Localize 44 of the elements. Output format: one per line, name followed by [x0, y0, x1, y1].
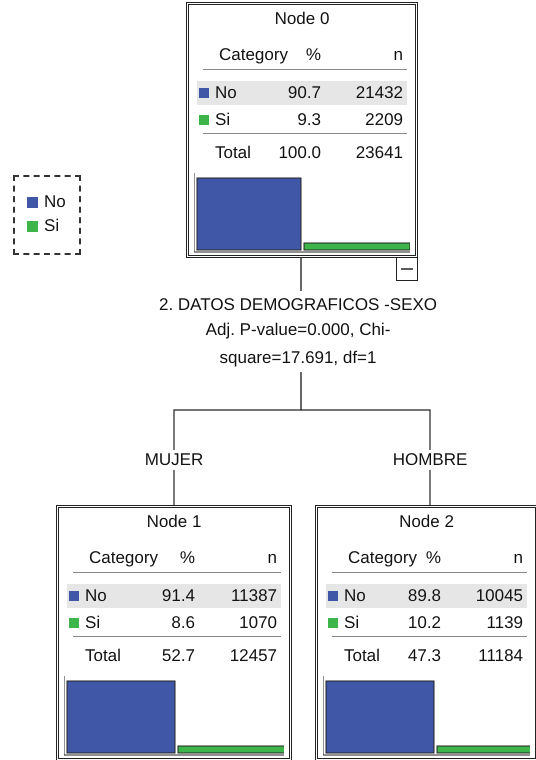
table-cell: 8.6 — [171, 613, 195, 633]
column-header: % — [426, 548, 441, 568]
node-title: Node 1 — [146, 512, 202, 532]
table-cell: 10.2 — [408, 613, 441, 633]
table-cell: 12457 — [230, 646, 277, 666]
node-box — [315, 505, 536, 760]
legend-label: No — [44, 192, 66, 212]
table-cell: Total — [85, 646, 121, 666]
node-box — [186, 2, 418, 258]
column-header: Category — [89, 548, 158, 568]
table-cell: Total — [344, 646, 380, 666]
table-cell: 9.3 — [297, 110, 321, 130]
table-cell: 2209 — [365, 110, 403, 130]
table-cell: Si — [344, 613, 360, 633]
table-cell: Si — [85, 613, 100, 633]
table-cell: 11387 — [230, 586, 277, 606]
table-cell: 1070 — [239, 613, 277, 633]
table-cell: 23641 — [356, 143, 403, 163]
table-cell: No — [344, 586, 366, 606]
table-cell: 90.7 — [288, 83, 321, 103]
column-header: Category — [348, 548, 417, 568]
column-header: n — [268, 548, 277, 568]
column-header: % — [180, 548, 195, 568]
table-cell: 47.3 — [408, 646, 441, 666]
table-cell: No — [85, 586, 107, 606]
table-cell: 91.4 — [162, 586, 195, 606]
table-cell: Total — [215, 143, 251, 163]
table-cell: No — [215, 83, 237, 103]
table-cell: 89.8 — [408, 586, 441, 606]
column-header: n — [394, 45, 403, 65]
node-box — [56, 505, 292, 760]
node-title: Node 2 — [398, 512, 455, 532]
column-header: % — [306, 45, 321, 65]
legend-label: Si — [44, 216, 60, 236]
node-title: Node 0 — [274, 9, 330, 29]
table-cell: 1139 — [486, 613, 523, 633]
table-cell: Si — [215, 110, 230, 130]
column-header: Category — [219, 45, 288, 65]
table-cell: 11184 — [478, 646, 523, 666]
table-cell: 10045 — [476, 586, 523, 606]
table-cell: 21432 — [356, 83, 403, 103]
table-cell: 52.7 — [162, 646, 195, 666]
table-cell: 100.0 — [278, 143, 321, 163]
column-header: n — [514, 548, 523, 568]
